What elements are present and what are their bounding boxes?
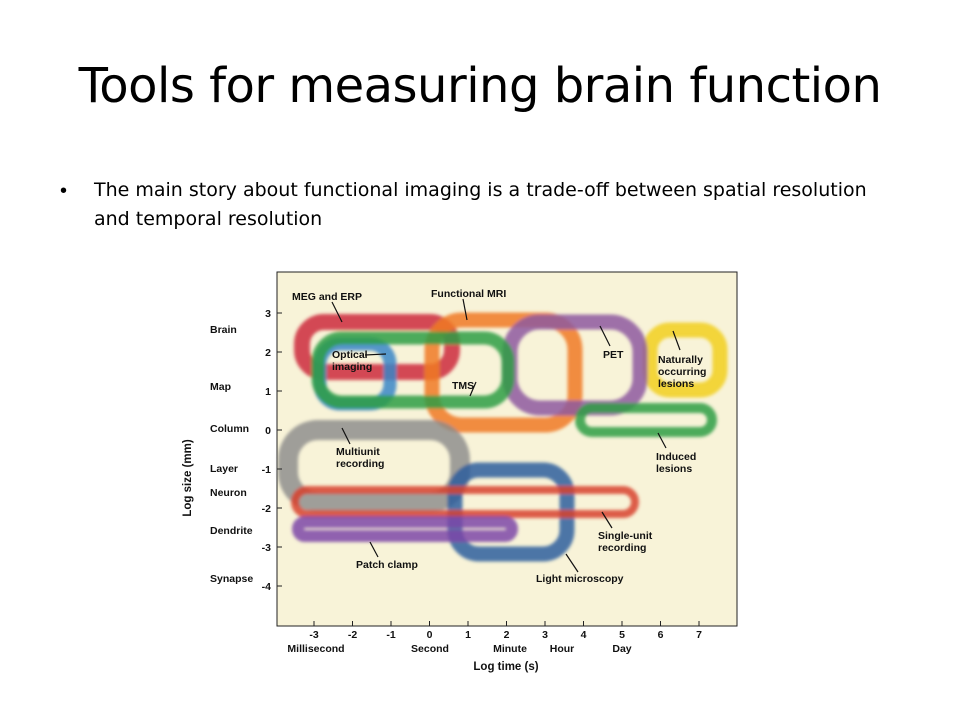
tms-leader: [469, 381, 477, 397]
meg-erp-leader: [331, 301, 343, 323]
fmri-leader: [462, 298, 468, 321]
x-label-millisecond: Millisecond: [287, 643, 344, 655]
x-axis-label: Log time (s): [473, 661, 538, 673]
patch-clamp-label: Patch clamp: [356, 559, 418, 571]
meg-erp-region: [294, 314, 460, 380]
multiunit-label-1: Multiunit: [336, 446, 380, 458]
y-label-synapse: Synapse: [210, 573, 253, 585]
x-tick-label: 0: [427, 629, 433, 641]
x-tick-label: -1: [386, 629, 395, 641]
bullet-text: The main story about functional imaging …: [94, 179, 867, 230]
induced-label-2: lesions: [656, 463, 692, 475]
x-tick-label: 1: [465, 629, 471, 641]
single-unit-region: [291, 486, 639, 518]
optical-label-1: Optical: [332, 349, 368, 361]
y-tick-label: 3: [265, 308, 271, 320]
tms-label: TMS: [452, 380, 474, 392]
fmri-label: Functional MRI: [431, 288, 506, 300]
y-label-neuron: Neuron: [210, 487, 247, 499]
y-tick-label: 1: [265, 386, 271, 398]
multiunit-region: [278, 420, 470, 512]
x-tick-label: 5: [619, 629, 625, 641]
x-tick-label: 7: [696, 629, 702, 641]
induced-leader: [657, 432, 667, 449]
lesions-leader: [672, 330, 681, 351]
y-label-map: Map: [210, 381, 231, 393]
fmri-region: [424, 312, 583, 433]
bullet-dot: •: [60, 180, 68, 202]
multiunit-leader: [341, 427, 351, 445]
patch-clamp-leader: [369, 541, 379, 558]
slide-title: Tools for measuring brain function: [78, 58, 882, 114]
y-label-column: Column: [210, 423, 249, 435]
y-label-brain: Brain: [210, 324, 237, 336]
x-tick-label: 3: [542, 629, 548, 641]
single-unit-label-2: recording: [598, 542, 646, 554]
induced-label-1: Induced: [656, 451, 696, 463]
optical-leader: [364, 353, 387, 356]
single-unit-label-1: Single-unit: [598, 530, 653, 542]
x-label-hour: Hour: [550, 643, 575, 655]
lesions-label-2: occurring: [658, 366, 706, 378]
y-axis-label: Log size (mm): [182, 439, 194, 516]
pet-label: PET: [603, 349, 624, 361]
single-unit-leader: [601, 511, 613, 529]
x-tick-label: 4: [581, 629, 587, 641]
light-microscopy-leader: [565, 553, 579, 573]
lesions-label-1: Naturally: [658, 354, 703, 366]
techniques-diagram: MEG and ERP Functional MRI Optical imagi…: [182, 271, 738, 673]
induced-lesions-region: [575, 403, 717, 437]
x-label-minute: Minute: [493, 643, 527, 655]
x-label-day: Day: [612, 643, 631, 655]
optical-label-2: imaging: [332, 361, 372, 373]
y-tick-label: -2: [262, 503, 271, 515]
patch-clamp-region: [292, 516, 518, 542]
x-tick-label: 6: [658, 629, 664, 641]
multiunit-label-2: recording: [336, 458, 384, 470]
y-tick-label: -3: [262, 542, 271, 554]
x-label-second: Second: [411, 643, 449, 655]
bullet-item: • The main story about functional imagin…: [60, 176, 900, 234]
tms-region: [311, 331, 515, 409]
y-tick-label: -1: [262, 464, 271, 476]
y-label-layer: Layer: [210, 463, 238, 475]
lesions-label-3: lesions: [658, 378, 694, 390]
y-tick-label: 0: [265, 425, 271, 437]
x-tick-label: 2: [504, 629, 510, 641]
y-tick-label: -4: [262, 581, 271, 593]
pet-leader: [599, 325, 611, 347]
y-tick-label: 2: [265, 347, 271, 359]
light-microscopy-label: Light microscopy: [536, 573, 624, 585]
meg-erp-label: MEG and ERP: [292, 291, 362, 303]
x-tick-label: -3: [309, 629, 318, 641]
x-tick-label: -2: [348, 629, 357, 641]
lesions-region: [642, 322, 728, 398]
y-label-dendrite: Dendrite: [210, 525, 253, 537]
